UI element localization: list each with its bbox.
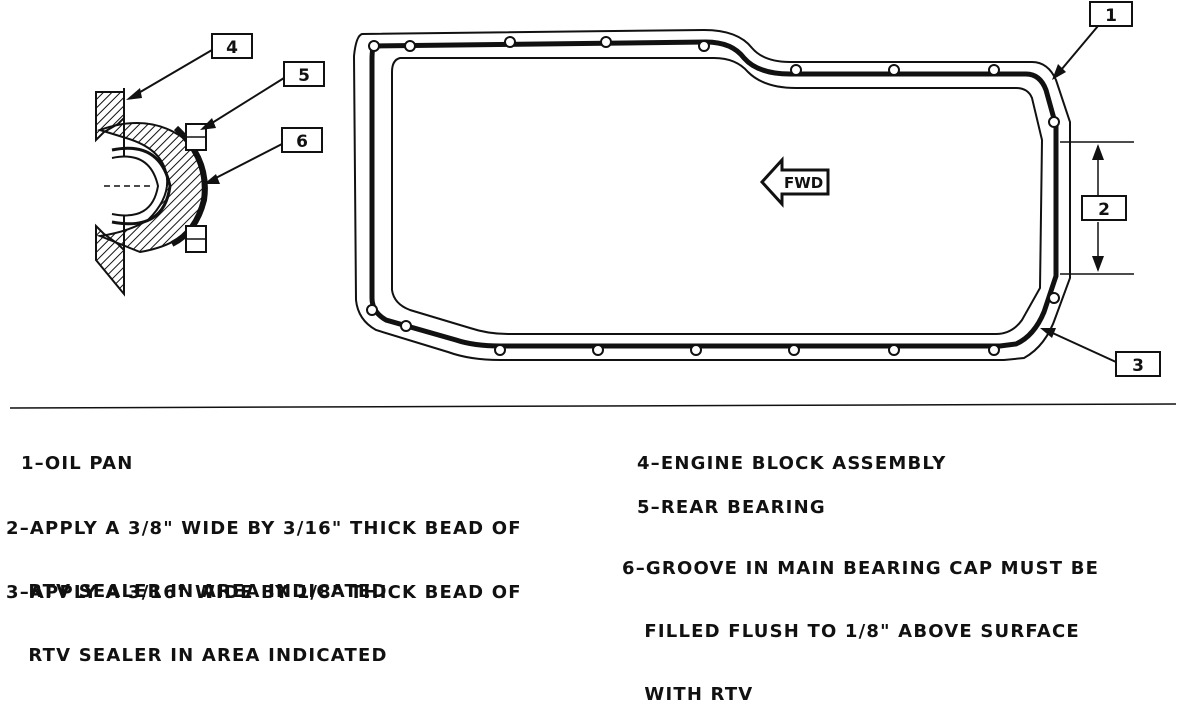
fwd-label: FWD xyxy=(784,174,823,192)
legend-item-2-line-1: 2–APPLY A 3/8" WIDE BY 3/16" THICK BEAD … xyxy=(6,518,522,539)
legend-item-4: 4–ENGINE BLOCK ASSEMBLY xyxy=(622,432,946,474)
legend-item-5: 5–REAR BEARING xyxy=(622,476,826,518)
callout-6-label: 6 xyxy=(296,132,308,152)
bearing-cross-section xyxy=(95,88,208,297)
oil-pan-flange-outer xyxy=(352,28,1071,361)
callout-4: 4 xyxy=(126,33,253,100)
legend-item-4-text: 4–ENGINE BLOCK ASSEMBLY xyxy=(636,453,947,474)
legend-item-3-line-2: RTV SEALER IN AREA INDICATED xyxy=(6,645,388,666)
legend-item-5-text: 5–REAR BEARING xyxy=(636,497,826,518)
forward-arrow: FWD xyxy=(759,156,830,208)
legend-item-1-text: 1–OIL PAN xyxy=(20,453,134,474)
callout-5-label: 5 xyxy=(298,66,310,86)
callout-2-label: 2 xyxy=(1098,200,1110,220)
oil-pan xyxy=(352,28,1071,361)
oil-pan-well xyxy=(391,57,1044,335)
oil-pan-diagram: 4 5 6 xyxy=(9,1,1177,409)
callout-6: 6 xyxy=(204,127,323,184)
callout-1-label: 1 xyxy=(1105,6,1117,26)
bolt-holes xyxy=(366,36,1060,356)
callout-3-label: 3 xyxy=(1132,356,1144,376)
legend-item-6: 6–GROOVE IN MAIN BEARING CAP MUST BE FIL… xyxy=(622,516,1099,726)
callout-2: 2 xyxy=(1060,141,1134,275)
legend-item-3: 3–APPLY A 3/16" WIDE BY 1/8" THICK BEAD … xyxy=(6,540,522,687)
callout-4-label: 4 xyxy=(226,38,238,58)
legend-item-6-line-1: 6–GROOVE IN MAIN BEARING CAP MUST BE xyxy=(622,558,1100,579)
rear-bearing-shell xyxy=(111,146,172,226)
legend-item-1: 1–OIL PAN xyxy=(6,432,134,474)
callout-3: 3 xyxy=(1040,328,1161,377)
legend-item-6-line-3: WITH RTV xyxy=(622,684,754,705)
legend-item-6-line-2: FILLED FLUSH TO 1/8" ABOVE SURFACE xyxy=(622,621,1080,642)
legend-item-3-line-1: 3–APPLY A 3/16" WIDE BY 1/8" THICK BEAD … xyxy=(6,582,522,603)
legend-divider xyxy=(9,403,1177,409)
callout-5: 5 xyxy=(200,61,325,130)
callout-1: 1 xyxy=(1052,1,1133,80)
rtv-bead-line xyxy=(369,39,1059,349)
